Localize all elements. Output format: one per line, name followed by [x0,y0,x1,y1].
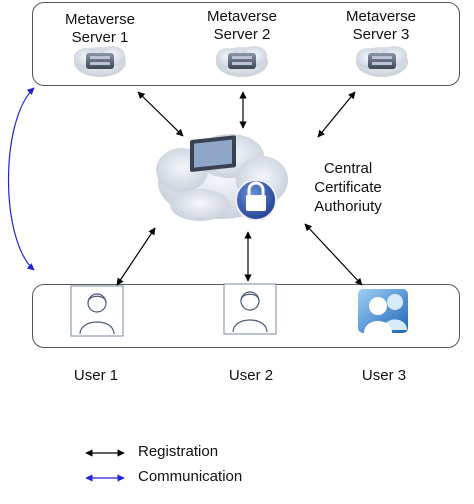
communication-arrow [8,87,35,271]
server-cloud-icon [356,46,408,77]
registration-arrow-server3 [317,91,356,138]
user-2-label: User 2 [228,367,274,384]
authority-label-line3: Authoriuty [314,198,382,215]
user-avatar-icon [70,285,124,337]
user-3-label: User 3 [361,367,407,384]
registration-arrow-user3 [304,223,363,286]
user-1-label: User 1 [73,367,119,384]
server-2-label: Metaverse Server 2 [197,8,287,44]
server-1-label-line1: Metaverse [64,11,136,28]
server-1-label-line2: Server 1 [71,29,129,46]
lock-cloud-icon [156,134,288,221]
server-2-label-line1: Metaverse [206,8,278,25]
server-3-label: Metaverse Server 3 [336,8,426,44]
registration-arrow-server1 [137,91,184,137]
legend-communication-label: Communication [138,468,243,485]
user-group-icon [358,289,408,333]
server-cloud-icon [216,46,268,77]
legend-registration-label: Registration [138,443,219,460]
authority-label-line2: Certificate [314,179,382,196]
server-1-label: Metaverse Server 1 [55,11,145,47]
server-3-label-line2: Server 3 [352,26,410,43]
server-cloud-icon [74,46,126,77]
registration-arrow-user1 [116,227,156,286]
server-2-label-line2: Server 2 [213,26,271,43]
user-avatar-icon [223,283,277,335]
authority-label-line1: Central [323,160,373,177]
server-3-label-line1: Metaverse [345,8,417,25]
authority-label: Central Certificate Authoriuty [300,159,396,216]
